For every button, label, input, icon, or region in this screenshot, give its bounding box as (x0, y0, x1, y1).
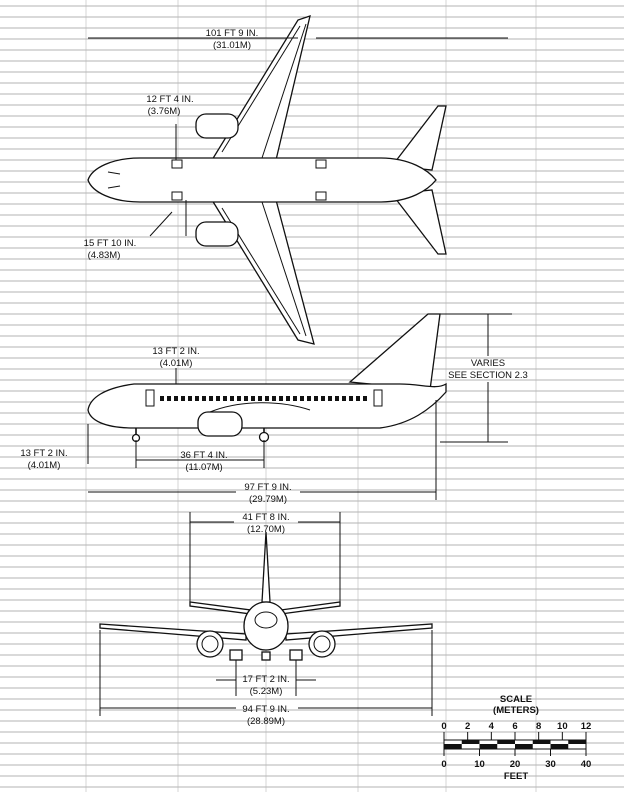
meter-tick-label: 8 (536, 721, 541, 732)
engine-lateral-ft-label: 15 FT 10 IN. (84, 238, 137, 249)
window (349, 396, 353, 401)
scale-segment (515, 744, 533, 749)
side-view-fuselage (87, 382, 447, 429)
front-view-right-engine (308, 630, 336, 658)
scale-feet-ticks: 0 10 20 30 40 (441, 749, 591, 770)
top-view-upper-engine (195, 113, 239, 139)
front-view-left-engine (196, 630, 224, 658)
top-view-fuselage (87, 157, 437, 203)
tail-note-line1: VARIES (471, 358, 505, 369)
front-view-fuselage (243, 601, 289, 651)
top-height-ft-label: 13 FT 2 IN. (152, 346, 199, 357)
scale-title: SCALE (500, 694, 532, 705)
window (216, 396, 220, 401)
engine-offset-ft-label: 12 FT 4 IN. (146, 94, 193, 105)
wheelbase-ft-label: 36 FT 4 IN. (180, 450, 227, 461)
stabilizer-span-ft-label: 41 FT 8 IN. (242, 512, 289, 523)
engine-lateral-m-label: (4.83M) (88, 250, 121, 261)
dimension-labels: 101 FT 9 IN. (31.01M) 12 FT 4 IN. (3.76M… (20, 28, 528, 727)
scale-feet-label: FEET (504, 771, 528, 782)
feet-tick-label: 40 (581, 759, 592, 770)
scale-segment (550, 744, 569, 749)
meter-tick-label: 6 (512, 721, 517, 732)
feet-tick-label: 0 (441, 759, 446, 770)
scale-meter-ticks: 0 2 4 6 8 10 12 (441, 721, 591, 740)
window (286, 396, 290, 401)
gear-track-m-label: (5.23M) (250, 686, 283, 697)
window (258, 396, 262, 401)
window (321, 396, 325, 401)
window (342, 396, 346, 401)
engine-offset-m-label: (3.76M) (148, 106, 181, 117)
stabilizer-span-m-label: (12.70M) (247, 524, 285, 535)
front-view (99, 531, 433, 661)
front-view-right-wing (285, 623, 433, 641)
window (356, 396, 360, 401)
window (293, 396, 297, 401)
window (314, 396, 318, 401)
window (272, 396, 276, 401)
wheelbase-m-label: (11.07M) (185, 462, 222, 473)
scale-bar-segments (444, 740, 586, 749)
window (265, 396, 269, 401)
overall-length-ft-label: 97 FT 9 IN. (244, 482, 291, 493)
window (174, 396, 178, 401)
window (188, 396, 192, 401)
meter-tick-label: 0 (441, 721, 446, 732)
overall-length-m-label: (29.79M) (249, 494, 287, 505)
front-view-left-wing (99, 623, 247, 641)
window (363, 396, 367, 401)
scale-segment (532, 740, 551, 744)
feet-tick-label: 30 (545, 759, 556, 770)
window (244, 396, 248, 401)
window (209, 396, 213, 401)
meter-tick-label: 12 (581, 721, 592, 732)
window (230, 396, 234, 401)
window (328, 396, 332, 401)
scale-bar: SCALE (METERS) 0 2 4 6 8 10 12 0 10 20 30 40 FEET (441, 694, 591, 782)
wingspan-ft-label: 101 FT 9 IN. (206, 28, 259, 39)
window (335, 396, 339, 401)
window (167, 396, 171, 401)
window (202, 396, 206, 401)
nose-height-ft-label: 13 FT 2 IN. (20, 448, 67, 459)
window (251, 396, 255, 401)
side-view-windows (160, 396, 367, 401)
meter-tick-label: 4 (489, 721, 495, 732)
top-view (87, 15, 447, 345)
tail-note-line2: SEE SECTION 2.3 (448, 370, 528, 381)
window (223, 396, 227, 401)
scale-meters-label: (METERS) (493, 705, 539, 716)
meter-tick-label: 10 (557, 721, 568, 732)
window (237, 396, 241, 401)
window (279, 396, 283, 401)
scale-segment (461, 740, 480, 744)
front-wingspan-m-label: (28.89M) (247, 716, 285, 727)
window (307, 396, 311, 401)
scale-segment (497, 740, 515, 744)
scale-segment (568, 740, 586, 744)
front-wingspan-ft-label: 94 FT 9 IN. (242, 704, 289, 715)
scale-segment (444, 744, 462, 749)
side-view-engine (197, 411, 243, 437)
feet-tick-label: 10 (474, 759, 485, 770)
top-height-m-label: (4.01M) (160, 358, 193, 369)
nose-height-m-label: (4.01M) (28, 460, 61, 471)
window (195, 396, 199, 401)
top-view-lower-engine (195, 221, 239, 247)
feet-tick-label: 20 (510, 759, 521, 770)
window (181, 396, 185, 401)
scale-segment (479, 744, 498, 749)
window (300, 396, 304, 401)
side-view (87, 313, 447, 443)
window (160, 396, 164, 401)
wingspan-m-label: (31.01M) (213, 40, 251, 51)
gear-track-ft-label: 17 FT 2 IN. (242, 674, 289, 685)
dimension-lines (87, 37, 512, 716)
meter-tick-label: 2 (465, 721, 470, 732)
